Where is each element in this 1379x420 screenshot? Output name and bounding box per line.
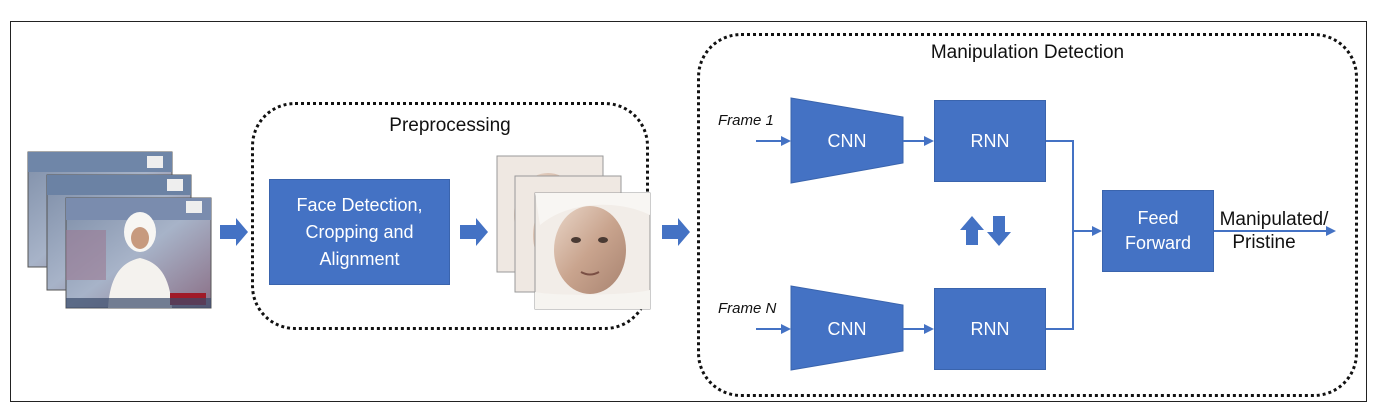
- rnn-bottom-box: RNN: [934, 288, 1046, 370]
- face-detection-label: Face Detection, Cropping and Alignment: [296, 194, 423, 269]
- manipulation-detection-title: Manipulation Detection: [930, 42, 1125, 63]
- output-label-line1: Manipulated/: [1219, 209, 1329, 230]
- rnn-top-label: RNN: [970, 130, 1010, 151]
- frame-1-label: Frame 1: [718, 112, 774, 129]
- arrow-detection-to-faces: [460, 218, 488, 246]
- cnn-bottom-label: CNN: [827, 319, 867, 339]
- arrow-frame1-to-cnn: [756, 136, 791, 146]
- output-label-line2: Pristine: [1232, 232, 1296, 253]
- rnn-bottom-label: RNN: [970, 318, 1010, 339]
- arrow-preprocessing-to-detection: [662, 218, 690, 246]
- cnn-bottom-shape: [790, 285, 904, 371]
- arrow-cnn-to-rnn-bottom: [903, 324, 934, 334]
- arrow-cnn-to-rnn-top: [903, 136, 934, 146]
- recurrence-up-arrow: [960, 216, 984, 245]
- cnn-top-label: CNN: [827, 131, 867, 151]
- arrow-output: [1214, 226, 1336, 236]
- feed-forward-label: Feed Forward: [1124, 208, 1191, 253]
- manipulation-detection-group: Manipulation Detection: [697, 33, 1358, 397]
- face-crop-front: [534, 192, 651, 310]
- rnn-top-box: RNN: [934, 100, 1046, 182]
- preprocessing-title: Preprocessing: [389, 115, 511, 136]
- frame-n-label: Frame N: [718, 300, 777, 317]
- face-detection-box: Face Detection, Cropping and Alignment: [269, 179, 450, 285]
- figure-border: [10, 21, 1367, 402]
- arrow-input-to-preprocessing: [220, 218, 248, 246]
- connector-rnn-to-feedforward: [1046, 140, 1102, 330]
- arrow-frameN-to-cnn: [756, 324, 791, 334]
- cnn-top-shape: [790, 97, 904, 184]
- video-frame-front: [65, 197, 212, 309]
- recurrence-down-arrow: [987, 216, 1011, 246]
- feed-forward-box: Feed Forward: [1102, 190, 1214, 272]
